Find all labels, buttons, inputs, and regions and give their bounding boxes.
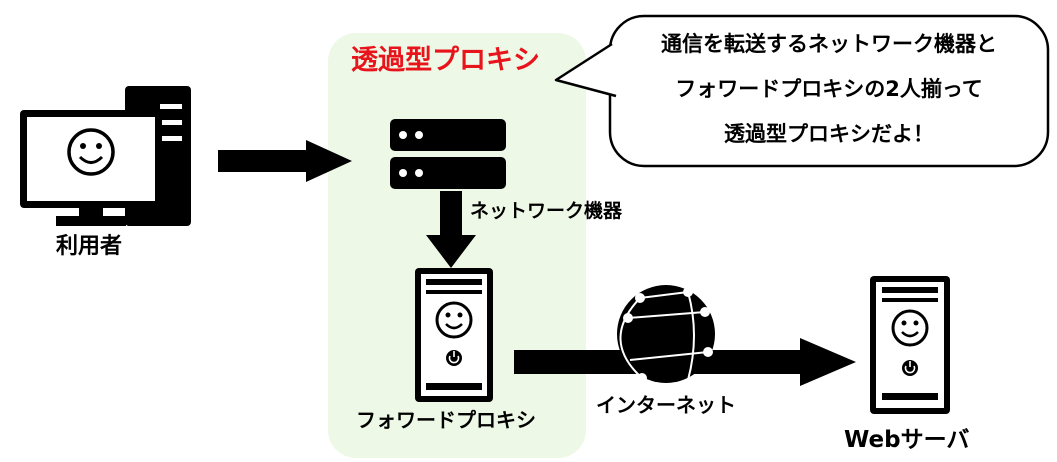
bubble-line: 通信を転送するネットワーク機器と (661, 32, 997, 56)
web-server-icon (870, 276, 950, 414)
forward-proxy-label: フォワードプロキシ (356, 408, 536, 432)
bubble-line: フォワードプロキシの2人揃って (675, 77, 983, 101)
internet-globe-icon (617, 285, 715, 383)
network-device-label: ネットワーク機器 (470, 200, 623, 222)
speech-bubble-text: 通信を転送するネットワーク機器と フォワードプロキシの2人揃って 透過型プロキシ… (612, 22, 1046, 157)
user-computer-icon (20, 86, 191, 226)
bubble-line: 透過型プロキシだよ！ (724, 122, 934, 146)
web-server-label: Webサーバ (844, 427, 970, 453)
zone-title: 透過型プロキシ (351, 45, 540, 76)
arrow-user-to-network (218, 140, 352, 182)
arrow-network-to-proxy (426, 191, 476, 268)
speech-bubble (554, 14, 1050, 168)
internet-label: インターネット (596, 393, 736, 417)
network-device-icon (390, 119, 506, 189)
user-label: 利用者 (56, 234, 123, 259)
forward-proxy-icon (415, 268, 493, 402)
